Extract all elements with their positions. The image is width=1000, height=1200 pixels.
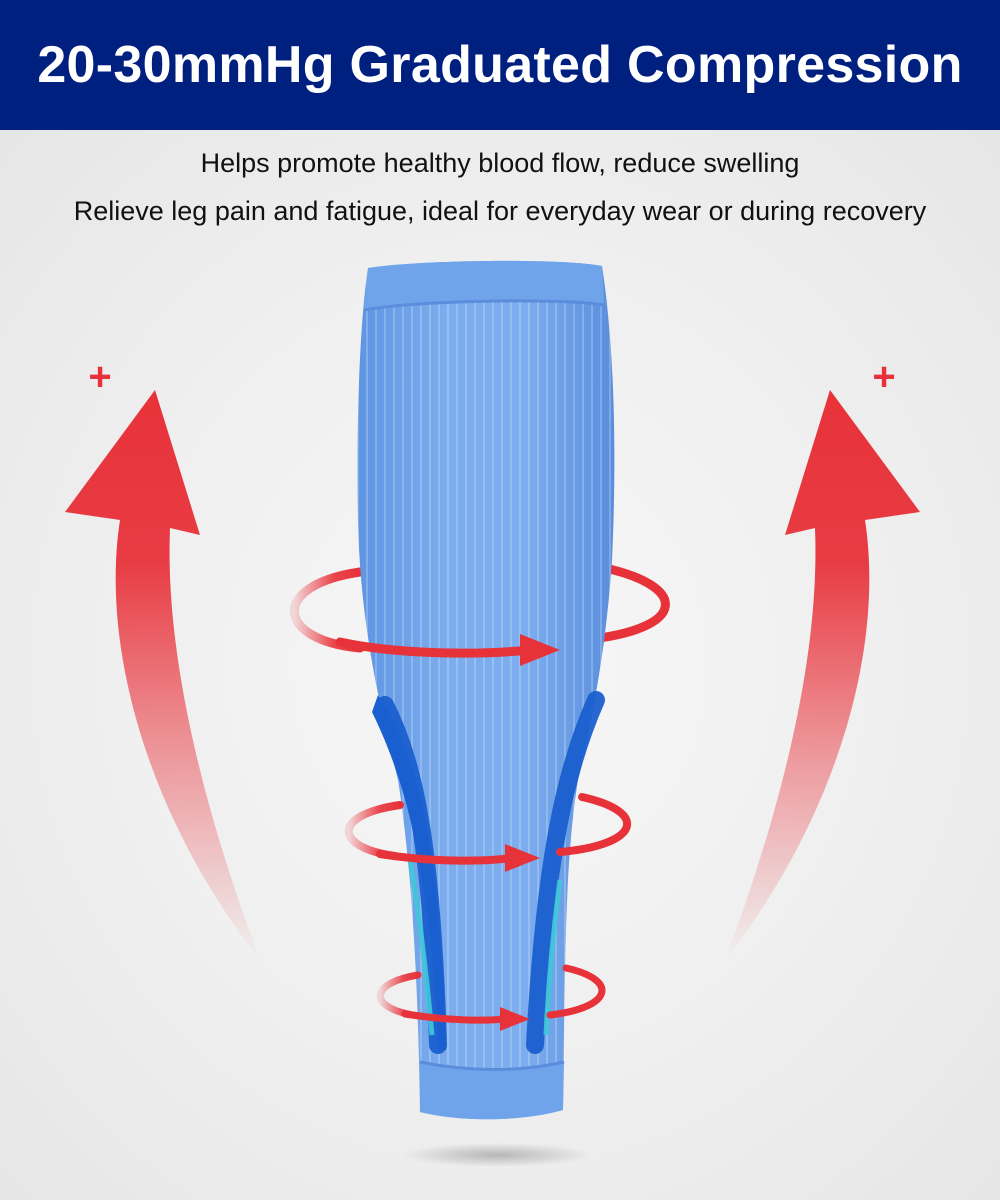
tagline-blood-flow: Helps promote healthy blood flow, reduce… — [200, 148, 800, 178]
sleeve-shadow — [402, 1143, 592, 1167]
left-plus-icon: + — [88, 355, 111, 399]
middle-ring-arrow-icon — [345, 793, 632, 872]
left-upward-arrow-icon — [65, 390, 260, 960]
compression-sleeve — [357, 260, 615, 1120]
tagline-relief: Relieve leg pain and fatigue, ideal for … — [73, 196, 927, 226]
right-upward-arrow-icon — [725, 390, 920, 960]
right-plus-icon: + — [872, 355, 895, 399]
header-banner: 20-30mmHg Graduated Compression — [0, 0, 1000, 130]
lower-ring-arrow-icon — [376, 964, 606, 1031]
upper-ring-arrow-icon — [289, 562, 670, 653]
banner-title: 20-30mmHg Graduated Compression — [37, 36, 963, 94]
upper-ring-front — [335, 634, 560, 666]
